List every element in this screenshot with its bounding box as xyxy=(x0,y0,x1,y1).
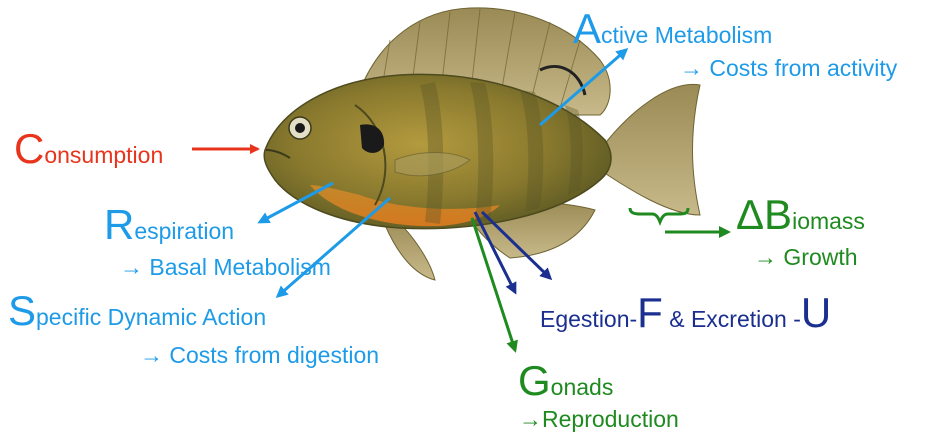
sda-note: → Costs from digestion xyxy=(140,344,379,367)
biomass-label: ΔBiomass xyxy=(736,194,865,236)
biomass-note: → Growth xyxy=(754,246,858,269)
respiration-label: Respiration xyxy=(104,204,234,246)
active-metabolism-label: Active Metabolism xyxy=(573,8,772,50)
gonads-label: Gonads xyxy=(518,360,613,402)
egestion-excretion-label: Egestion-F & Excretion -U xyxy=(540,292,831,334)
gonads-note: →Reproduction xyxy=(519,408,679,431)
active-metabolism-note: → Costs from activity xyxy=(680,57,897,80)
tail-fin xyxy=(600,84,700,215)
consumption-label: Consumption xyxy=(14,128,163,170)
respiration-note: → Basal Metabolism xyxy=(120,256,331,279)
sda-label: Specific Dynamic Action xyxy=(8,290,266,332)
